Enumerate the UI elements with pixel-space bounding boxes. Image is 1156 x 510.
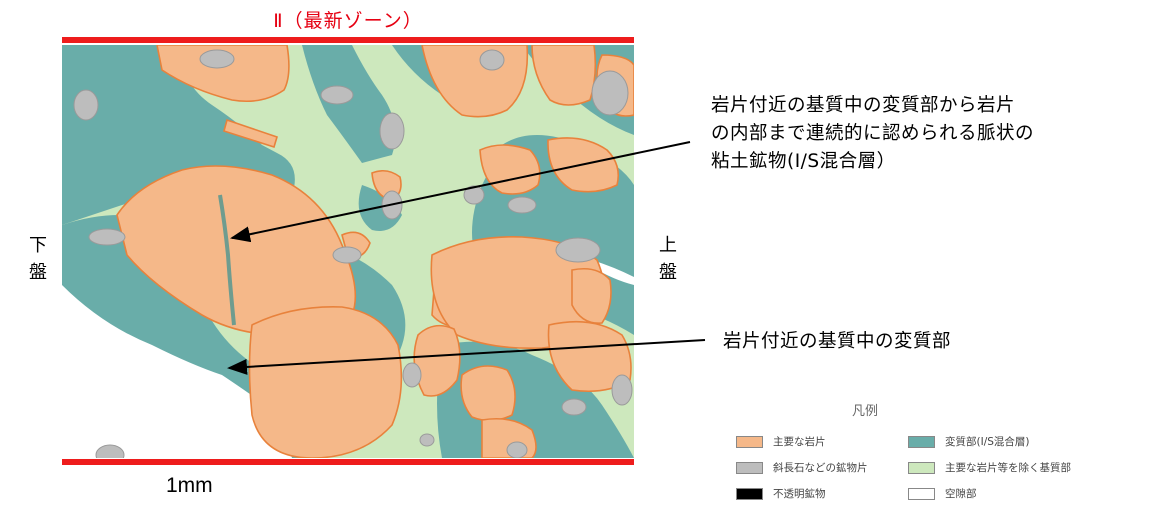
rock-fragments	[116, 45, 634, 458]
legend-swatch-rock	[736, 435, 763, 448]
right-side-label: 上 盤	[657, 232, 679, 286]
legend-swatch-altered	[908, 435, 935, 448]
legend-label-void: 空隙部	[945, 488, 977, 500]
annotation-vein-line-2: の内部まで連続的に認められる脈状の	[711, 123, 1035, 144]
legend-label-opaque: 不透明鉱物	[773, 488, 826, 500]
legend-title: 凡例	[852, 404, 879, 419]
clay-vein	[218, 194, 236, 326]
annotation-vein: 岩片付近の基質中の変質部から岩片 の内部まで連続的に認められる脈状の 粘土鉱物(…	[711, 92, 1034, 176]
left-side-char-2: 盤	[29, 262, 47, 283]
legend-item-altered: 変質部(I/S混合層)	[908, 434, 1030, 449]
bottom-scale-bar	[62, 459, 634, 465]
right-side-char-2: 盤	[659, 262, 677, 283]
legend-swatch-mineral	[736, 461, 763, 474]
void-areas	[62, 260, 634, 458]
legend-item-opaque: 不透明鉱物	[736, 486, 826, 501]
legend-label-rock: 主要な岩片	[773, 436, 826, 448]
legend-item-void: 空隙部	[908, 486, 977, 501]
legend-label-altered: 変質部(I/S混合層)	[945, 436, 1030, 448]
scale-label: 1mm	[166, 474, 213, 497]
legend-item-mineral: 斜長石などの鉱物片	[736, 460, 868, 475]
right-side-char-1: 上	[659, 235, 677, 256]
annotation-vein-line-3: 粘土鉱物(I/S混合層）	[711, 151, 896, 172]
mineral-fragments	[73, 49, 633, 458]
legend-label-mineral: 斜長石などの鉱物片	[773, 462, 868, 474]
thin-section-map	[62, 45, 634, 458]
legend-item-rock: 主要な岩片	[736, 434, 826, 449]
legend-swatch-opaque	[736, 487, 763, 500]
top-scale-bar	[62, 37, 634, 43]
annotation-vein-line-1: 岩片付近の基質中の変質部から岩片	[711, 95, 1016, 116]
legend-label-matrix: 主要な岩片等を除く基質部	[945, 462, 1071, 474]
arrow-to-altered	[227, 339, 706, 375]
arrow-to-vein	[230, 141, 691, 243]
legend-swatch-matrix	[908, 461, 935, 474]
legend-item-matrix: 主要な岩片等を除く基質部	[908, 460, 1071, 475]
annotation-altered: 岩片付近の基質中の変質部	[723, 331, 952, 352]
zone-title: Ⅱ（最新ゾーン）	[273, 10, 423, 32]
left-side-label: 下 盤	[27, 232, 49, 286]
left-side-char-1: 下	[29, 235, 47, 256]
legend-swatch-void	[908, 487, 935, 500]
